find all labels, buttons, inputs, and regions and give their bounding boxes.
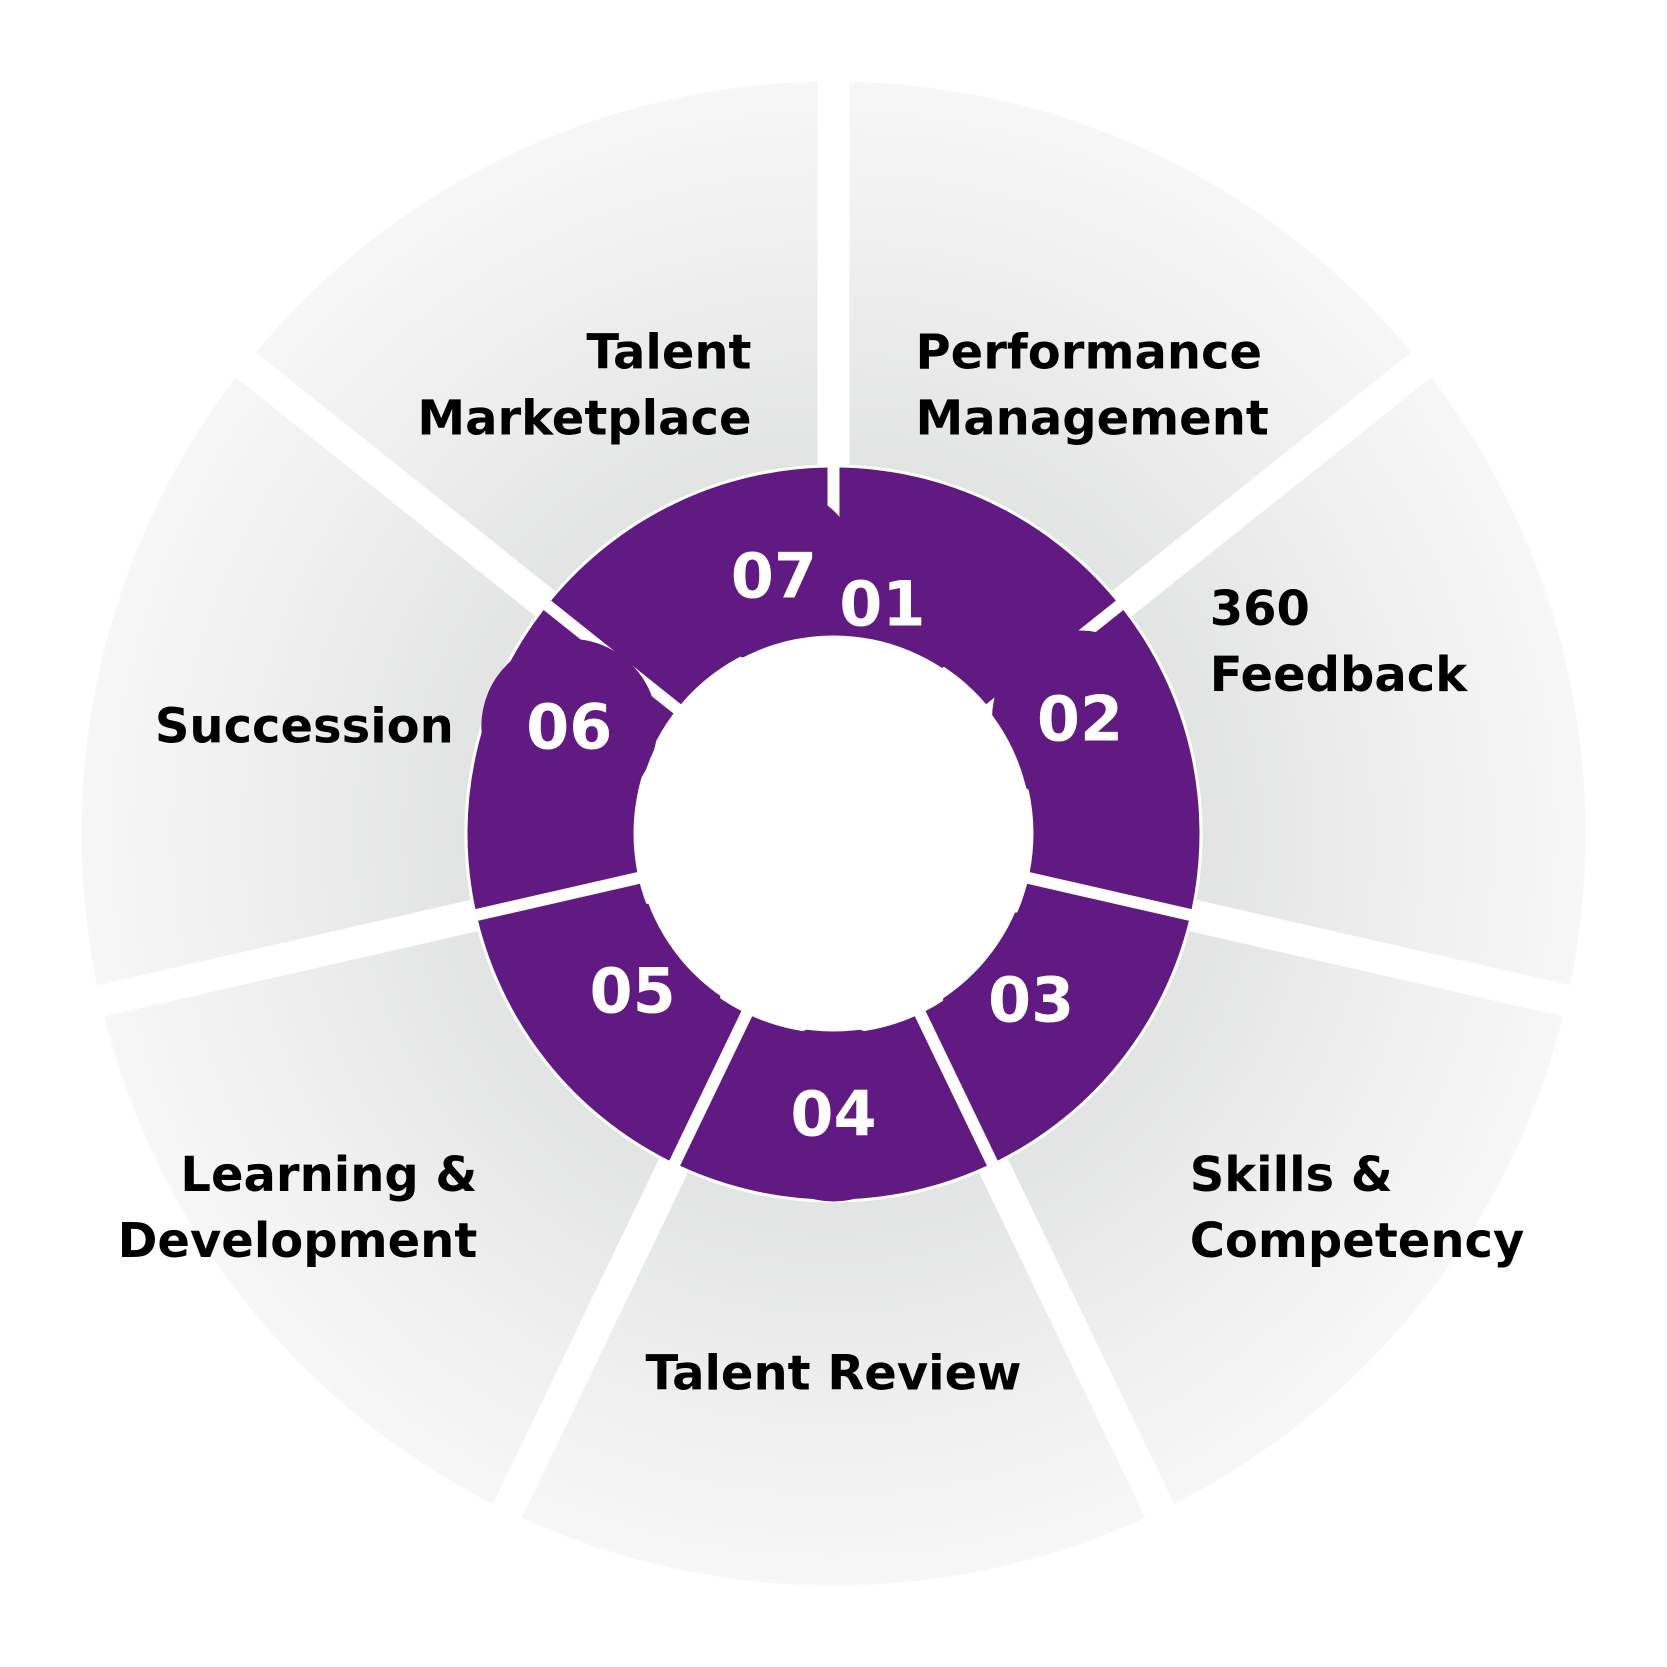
- segment-number-02: 02: [1037, 683, 1123, 756]
- number-bubble-06: [481, 638, 658, 815]
- segment-panel-03: [1000, 924, 1570, 1511]
- segment-label-line: Skills &: [1190, 1147, 1393, 1203]
- number-bubble-04: [745, 1025, 922, 1202]
- segment-label-line: Succession: [155, 699, 454, 755]
- segment-label-line: Feedback: [1210, 647, 1469, 703]
- segment-label-line: Talent: [586, 324, 751, 380]
- segment-number-04: 04: [790, 1078, 876, 1151]
- segment-label-line: 360: [1210, 581, 1310, 637]
- inner-ring: [467, 467, 1200, 1202]
- segment-label-05: Learning & Development: [118, 1147, 478, 1269]
- segment-panel-04: [514, 1165, 1153, 1592]
- number-bubble-07: [685, 487, 862, 664]
- segment-number-05: 05: [589, 955, 675, 1028]
- segment-label-03: Skills & Competency: [1190, 1147, 1525, 1269]
- segment-label-04: Talent Review: [646, 1346, 1022, 1402]
- segment-numbers: 01 02 03 04 05 06 07: [526, 539, 1123, 1150]
- segment-label-line: Learning &: [180, 1147, 477, 1203]
- segment-label-06: Succession: [155, 699, 454, 755]
- segment-label-line: Performance: [916, 324, 1263, 380]
- segment-label-line: Talent Review: [646, 1346, 1022, 1402]
- segment-panel-05: [97, 924, 667, 1511]
- number-bubble-02: [992, 630, 1168, 807]
- segment-label-line: Marketplace: [417, 390, 751, 446]
- segment-number-03: 03: [988, 963, 1074, 1036]
- segment-number-01: 01: [839, 568, 925, 641]
- segment-label-line: Competency: [1190, 1213, 1525, 1269]
- center-disk: [635, 635, 1032, 1032]
- segment-label-line: Development: [118, 1213, 478, 1269]
- segment-number-06: 06: [526, 691, 612, 764]
- segment-label-line: Management: [916, 390, 1269, 446]
- outer-panels: [75, 75, 1592, 1592]
- segment-number-07: 07: [731, 539, 817, 612]
